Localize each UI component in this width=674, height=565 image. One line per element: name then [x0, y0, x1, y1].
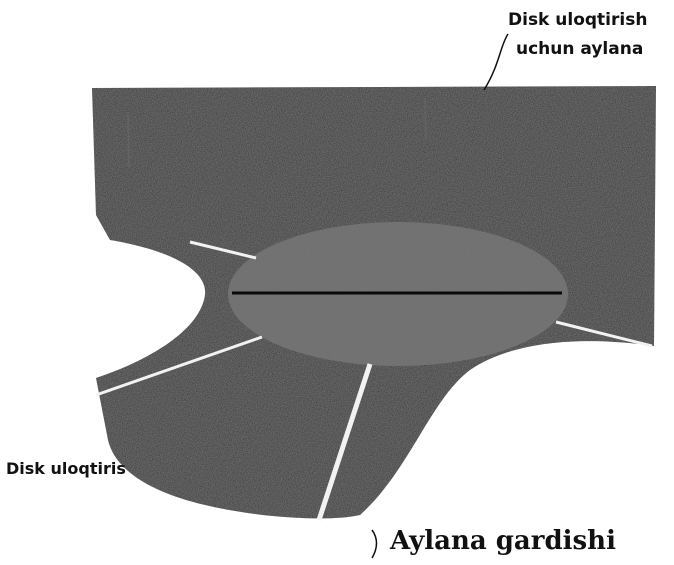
label-rim: Aylana gardishi [390, 528, 616, 554]
texture-streak [128, 112, 129, 168]
texture-streak [425, 98, 426, 140]
label-disk-left: Disk uloqtiris [6, 461, 126, 477]
pointer-bottom [372, 530, 377, 558]
label-circle-top-line2: uchun aylana [516, 41, 643, 58]
pointer-top [484, 34, 508, 90]
label-circle-top-line1: Disk uloqtirish [508, 12, 647, 29]
